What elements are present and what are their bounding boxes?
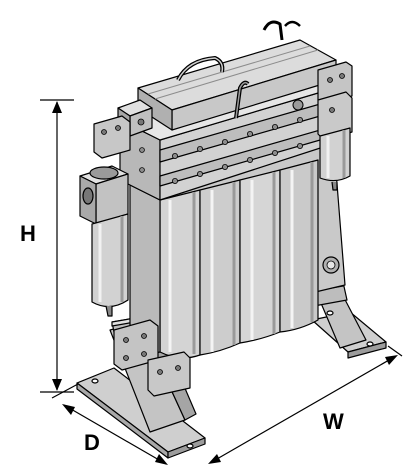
foot-hole: [186, 443, 194, 449]
lifting-handle-inner: [177, 57, 224, 81]
top-pressure-gauge: [292, 99, 304, 111]
lifting-hook-inner: [235, 81, 249, 119]
main-body: [93, 20, 353, 397]
foot-hole: [326, 310, 334, 316]
top-eye-bolt-2: [284, 20, 301, 27]
dimension-lines: [40, 99, 403, 465]
right-foot-plate-edge: [347, 341, 387, 359]
tower-columns: [159, 159, 319, 359]
right-filter: [317, 91, 353, 191]
w-arrow-start: [208, 454, 221, 464]
width-label: W: [323, 409, 344, 434]
tower-4: [279, 159, 319, 333]
left-filter-cap: [89, 166, 119, 180]
h-arrow-top: [52, 101, 62, 113]
left-filter-port: [82, 187, 94, 205]
foot-hole: [366, 341, 374, 347]
h-arrow-bottom: [52, 379, 62, 391]
d-arrow-start: [62, 404, 75, 415]
d-extension: [51, 383, 79, 399]
w-extension: [387, 345, 403, 357]
left-filter: [79, 165, 129, 317]
right-filter-drain: [331, 181, 338, 191]
right-filter-head: [317, 91, 353, 141]
w-dimension-line: [209, 355, 397, 464]
d-dimension-line: [63, 404, 167, 465]
dimension-arrowheads: [52, 101, 398, 465]
foot-hole: [91, 378, 99, 384]
w-arrow-end: [385, 355, 398, 365]
left-header-box: [93, 115, 131, 159]
top-eye-bolt: [262, 20, 284, 41]
d-arrow-end: [155, 454, 168, 465]
depth-label: D: [84, 430, 100, 455]
left-filter-drain: [105, 305, 113, 317]
bottom-outlet-box: [147, 351, 191, 397]
left-foot-plate-front: [167, 437, 206, 459]
height-label: H: [20, 221, 36, 246]
